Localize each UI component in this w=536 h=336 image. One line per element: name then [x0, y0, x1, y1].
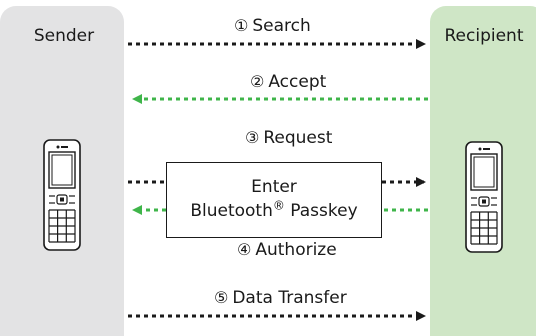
step-1-text: Search — [252, 16, 311, 36]
passkey-box: Enter Bluetooth® Passkey — [166, 162, 382, 238]
step-3-text: Request — [263, 128, 333, 148]
sender-label: Sender — [33, 26, 95, 46]
passkey-line-2: Bluetooth® Passkey — [167, 199, 381, 223]
step-4-number: ④ — [237, 240, 252, 259]
step-4-text: Authorize — [255, 240, 337, 260]
phone-icon — [43, 139, 81, 251]
passkey-brand: Bluetooth — [190, 201, 273, 221]
step-2-number: ② — [250, 72, 265, 91]
passkey-line-1: Enter — [251, 177, 297, 197]
step-1-number: ① — [234, 16, 249, 35]
step-3-number: ③ — [245, 128, 260, 147]
step-5-text: Data Transfer — [232, 288, 347, 308]
phone-icon — [465, 141, 503, 253]
passkey-tail: Passkey — [284, 201, 358, 221]
step-5-number: ⑤ — [214, 288, 229, 307]
step-2-text: Accept — [268, 72, 327, 92]
recipient-label: Recipient — [444, 26, 524, 46]
registered-mark: ® — [272, 198, 285, 213]
